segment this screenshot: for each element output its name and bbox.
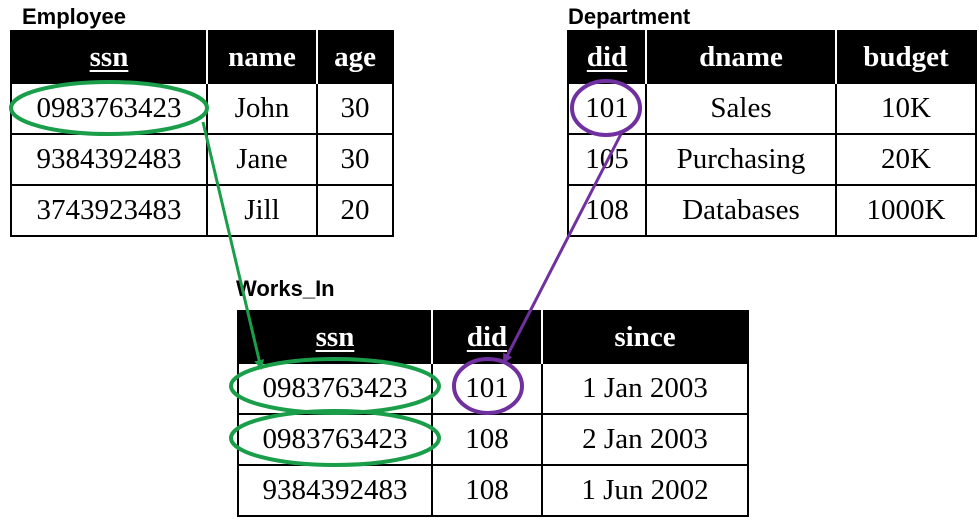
works-in-cell-did: 108 xyxy=(431,413,543,466)
works-in-cell-ssn: 9384392483 xyxy=(237,464,433,517)
department-cell-budget: 20K xyxy=(835,133,977,186)
department-cell-dname: Sales xyxy=(645,82,837,135)
employee-header-row: ssn name age xyxy=(11,31,393,83)
works-in-table: ssn did since 0983763423 101 1 Jan 2003 … xyxy=(237,310,749,517)
employee-cell-ssn: 9384392483 xyxy=(10,133,208,186)
department-header-budget: budget xyxy=(835,31,976,83)
department-header-did: did xyxy=(568,31,646,83)
table-row: 105 Purchasing 20K xyxy=(567,133,977,186)
department-cell-did: 101 xyxy=(567,82,647,135)
employee-cell-ssn: 0983763423 xyxy=(10,82,208,135)
employee-cell-name: Jane xyxy=(206,133,318,186)
works-in-cell-ssn: 0983763423 xyxy=(237,362,433,415)
works-in-cell-did: 101 xyxy=(431,362,543,415)
employee-table: ssn name age 0983763423 John 30 93843924… xyxy=(10,30,394,237)
department-title: Department xyxy=(568,4,691,29)
department-header-dname: dname xyxy=(645,31,836,83)
table-row: 0983763423 101 1 Jan 2003 xyxy=(237,362,749,415)
department-table: did dname budget 101 Sales 10K 105 Purch… xyxy=(567,30,977,237)
department-header-row: did dname budget xyxy=(568,31,976,83)
works-in-cell-since: 1 Jan 2003 xyxy=(541,362,749,415)
table-row: 3743923483 Jill 20 xyxy=(10,184,394,237)
works-in-header-ssn: ssn xyxy=(238,311,432,363)
table-row: 0983763423 John 30 xyxy=(10,82,394,135)
department-cell-did: 105 xyxy=(567,133,647,186)
table-row: 9384392483 108 1 Jun 2002 xyxy=(237,464,749,517)
works-in-cell-since: 1 Jun 2002 xyxy=(541,464,749,517)
employee-title: Employee xyxy=(22,4,126,29)
table-row: 9384392483 Jane 30 xyxy=(10,133,394,186)
department-cell-dname: Databases xyxy=(645,184,837,237)
works-in-header-did: did xyxy=(431,311,542,363)
employee-cell-age: 30 xyxy=(316,133,394,186)
works-in-cell-ssn: 0983763423 xyxy=(237,413,433,466)
department-cell-budget: 10K xyxy=(835,82,977,135)
works-in-cell-since: 2 Jan 2003 xyxy=(541,413,749,466)
table-row: 101 Sales 10K xyxy=(567,82,977,135)
works-in-title: Works_In xyxy=(236,276,335,301)
employee-header-age: age xyxy=(316,31,393,83)
table-row: 108 Databases 1000K xyxy=(567,184,977,237)
employee-cell-age: 30 xyxy=(316,82,394,135)
table-row: 0983763423 108 2 Jan 2003 xyxy=(237,413,749,466)
department-cell-did: 108 xyxy=(567,184,647,237)
department-cell-budget: 1000K xyxy=(835,184,977,237)
works-in-header-row: ssn did since xyxy=(238,311,748,363)
employee-cell-age: 20 xyxy=(316,184,394,237)
employee-header-ssn: ssn xyxy=(11,31,207,83)
works-in-header-since: since xyxy=(541,311,748,363)
department-cell-dname: Purchasing xyxy=(645,133,837,186)
employee-cell-name: Jill xyxy=(206,184,318,237)
employee-cell-name: John xyxy=(206,82,318,135)
employee-header-name: name xyxy=(206,31,317,83)
works-in-cell-did: 108 xyxy=(431,464,543,517)
employee-cell-ssn: 3743923483 xyxy=(10,184,208,237)
